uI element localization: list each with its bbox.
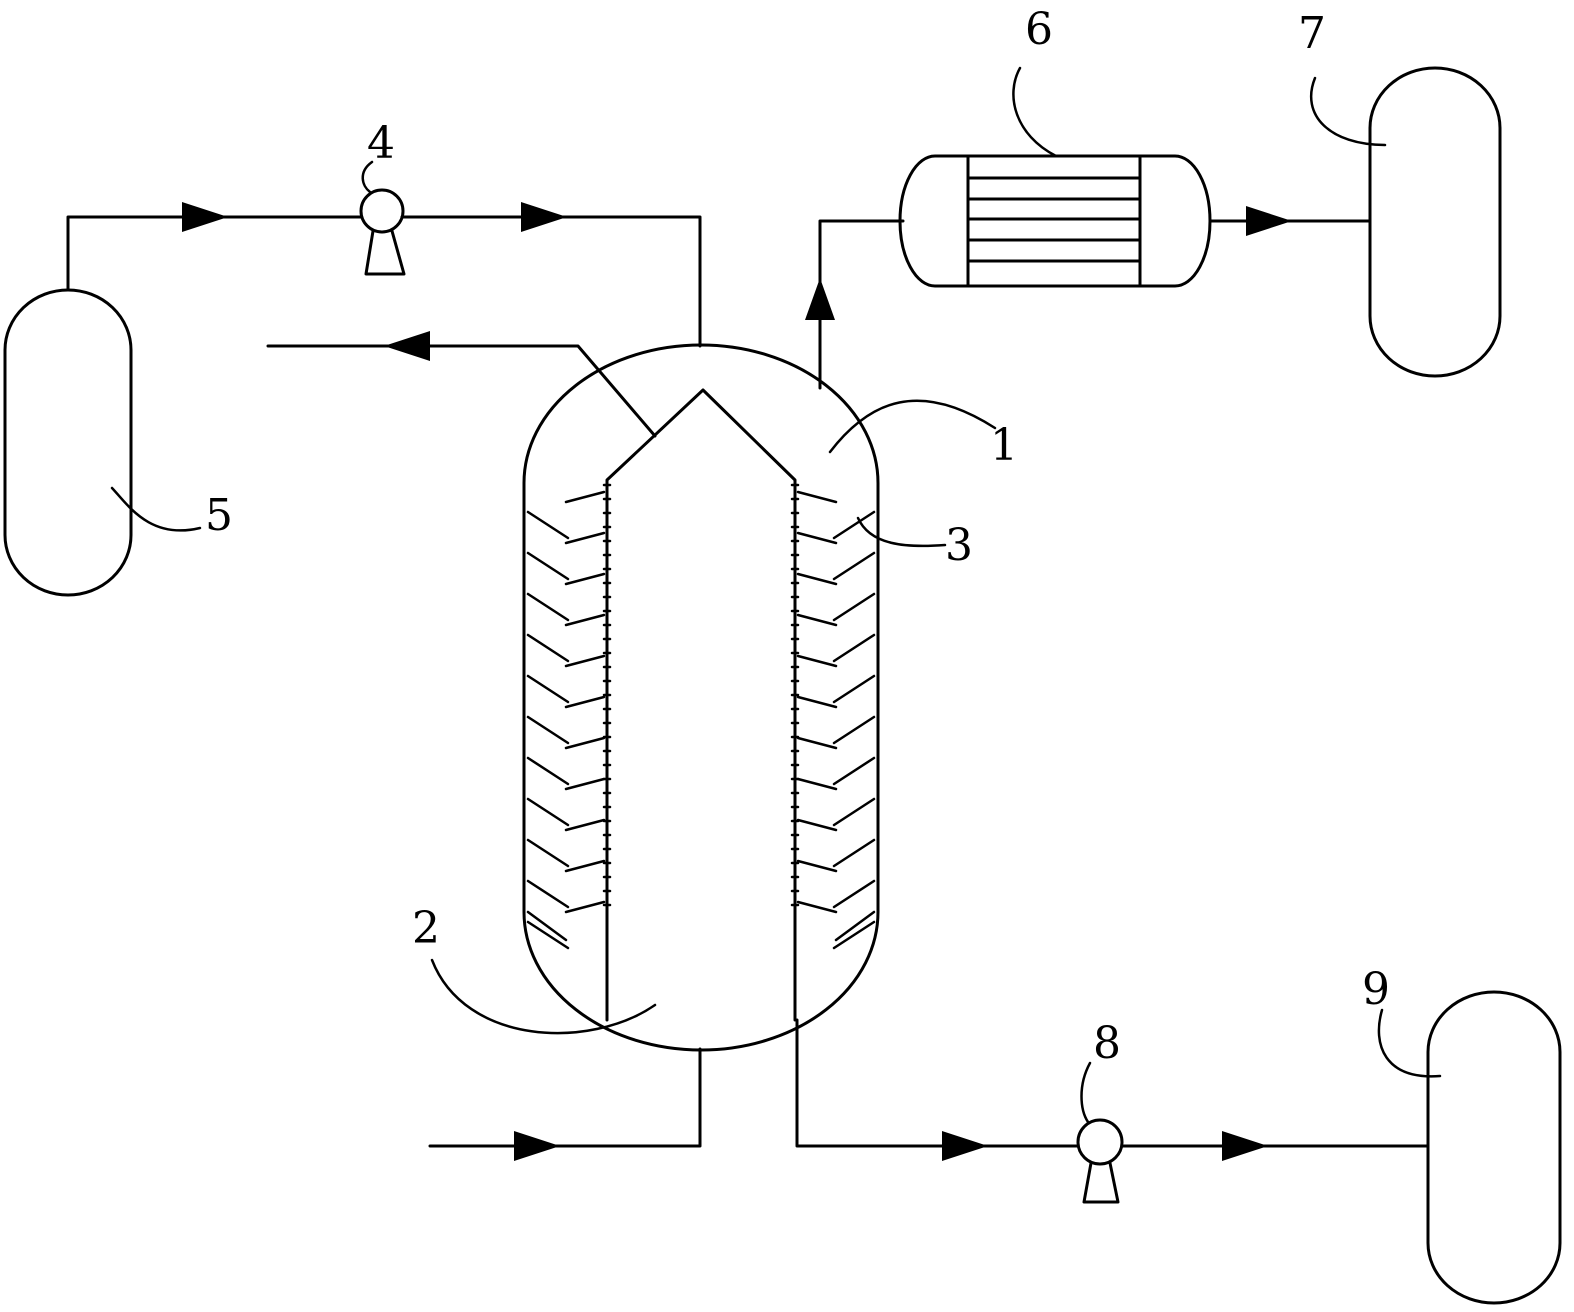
feed-line — [66, 215, 702, 348]
condenser-6-leader — [1012, 66, 1058, 158]
feed-pump-4-leader — [361, 160, 374, 194]
baffle-right-wall — [832, 551, 876, 581]
bottoms-tank-9 — [1426, 990, 1562, 1305]
overhead-line-arrow — [805, 278, 835, 320]
bottoms-tank-9-leader — [1377, 1008, 1442, 1078]
baffle-right-tube — [796, 859, 838, 873]
baffle-left-tube — [564, 613, 606, 627]
feed-line-arrow-2 — [521, 202, 567, 232]
distillate-tank-7-leader — [1309, 76, 1387, 147]
baffles-3 — [526, 483, 876, 950]
baffle-left-tube — [564, 900, 606, 914]
bottoms-pump-8-leader — [1080, 1061, 1092, 1124]
feed-tank-5 — [3, 288, 133, 597]
vent-line — [266, 344, 657, 438]
label-7: 7 — [1298, 8, 1326, 59]
baffle-right-tube — [796, 490, 838, 504]
baffle-left-wall — [526, 879, 570, 909]
baffle-right-wall — [832, 633, 876, 663]
bottoms-arrow-2 — [1222, 1131, 1268, 1161]
baffle-right-tube — [796, 654, 838, 668]
condenser-6 — [898, 154, 1212, 288]
baffle-left-wall — [526, 910, 568, 942]
label-2: 2 — [412, 903, 440, 954]
baffle-left-wall — [526, 920, 570, 950]
reactor-1-shell — [522, 343, 880, 1052]
label-9: 9 — [1362, 964, 1390, 1015]
baffle-right-wall — [832, 879, 876, 909]
baffle-left-tube — [564, 654, 606, 668]
overhead-line — [818, 219, 905, 390]
bottoms-pump-8 — [1076, 1118, 1124, 1204]
bottom-inlet-line — [428, 1047, 702, 1148]
baffle-left-wall — [526, 551, 570, 581]
baffle-left-wall — [526, 838, 570, 868]
feed-line-arrow-1 — [182, 202, 228, 232]
baffles-3-leader — [856, 516, 947, 548]
baffle-left-wall — [526, 592, 570, 622]
label-4: 4 — [367, 118, 395, 169]
distillate-tank-7 — [1368, 66, 1502, 378]
baffle-left-wall — [526, 674, 570, 704]
baffle-right-tube — [796, 531, 838, 545]
vent-line-arrow — [384, 331, 430, 361]
label-3: 3 — [945, 520, 973, 571]
baffle-left-tube — [564, 736, 606, 750]
feed-tank-5-leader — [110, 486, 202, 532]
baffle-right-wall — [832, 674, 876, 704]
baffle-left-tube — [564, 531, 606, 545]
baffle-left-tube — [564, 695, 606, 709]
baffle-right-wall — [832, 592, 876, 622]
baffle-right-tube — [796, 613, 838, 627]
inner-tube-2 — [605, 388, 797, 1022]
baffle-left-wall — [526, 510, 570, 540]
label-6: 6 — [1025, 4, 1053, 55]
baffle-right-tube — [796, 695, 838, 709]
bottom-inlet-arrow — [514, 1131, 560, 1161]
baffle-right-wall — [832, 920, 876, 950]
baffle-left-tube — [564, 777, 606, 791]
baffle-right-wall — [832, 797, 876, 827]
baffle-right-tube — [796, 736, 838, 750]
baffle-left-wall — [526, 633, 570, 663]
label-8: 8 — [1093, 1018, 1121, 1069]
baffle-right-tube — [796, 818, 838, 832]
baffle-right-wall — [832, 838, 876, 868]
baffle-right-tube — [796, 572, 838, 586]
inner-tube-2-leader — [430, 958, 657, 1035]
baffle-left-tube — [564, 572, 606, 586]
feed-pump-4 — [359, 188, 406, 276]
baffle-left-tube — [564, 818, 606, 832]
baffle-right-tube — [796, 777, 838, 791]
baffle-left-tube — [564, 490, 606, 504]
baffle-right-wall — [834, 910, 876, 942]
baffle-left-wall — [526, 797, 570, 827]
baffle-right-wall — [832, 756, 876, 786]
baffle-left-wall — [526, 715, 570, 745]
label-5: 5 — [205, 490, 233, 541]
condensate-arrow — [1246, 206, 1292, 236]
reactor-1-leader — [828, 399, 997, 454]
bottoms-arrow-1 — [942, 1131, 988, 1161]
baffle-left-tube — [564, 859, 606, 873]
baffle-right-wall — [832, 510, 876, 540]
baffle-right-wall — [832, 715, 876, 745]
baffle-right-tube — [796, 900, 838, 914]
baffle-left-wall — [526, 756, 570, 786]
